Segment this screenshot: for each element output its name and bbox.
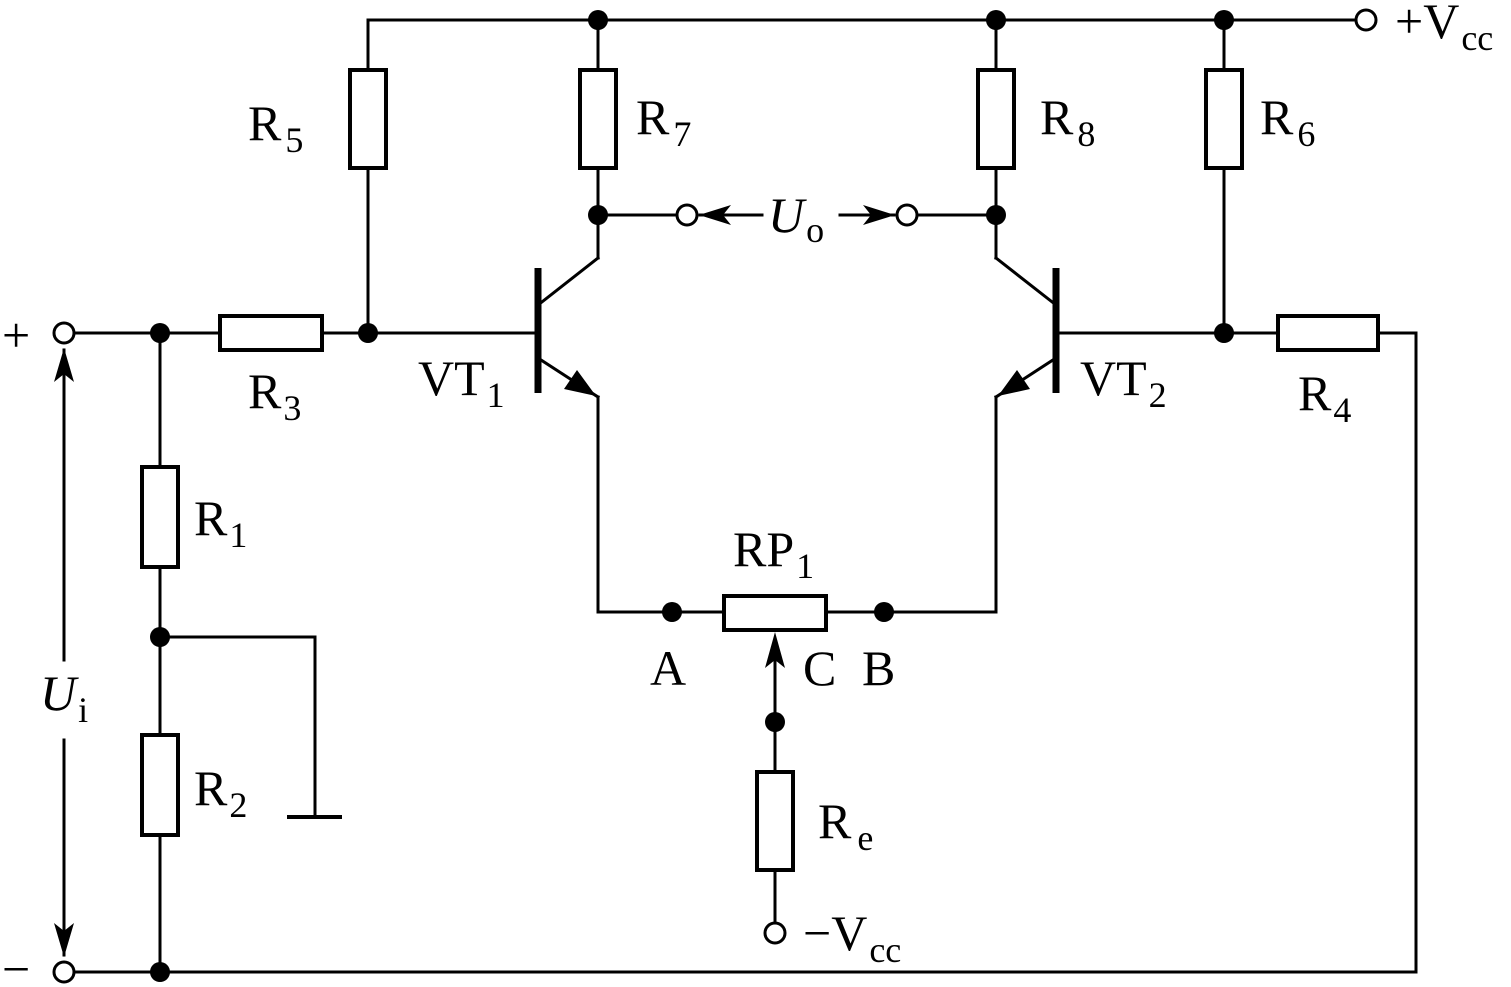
ui-voltage-arrows [54, 348, 74, 957]
terminal-output-left [675, 203, 699, 227]
potentiometer-rp1 [722, 594, 828, 632]
transistor-vt1 [534, 255, 601, 400]
junction-dots [150, 10, 1234, 982]
label-vcc-positive: +Vcc [1395, 0, 1493, 58]
terminal-output-right [895, 203, 919, 227]
label-vcc-negative: −Vcc [803, 905, 901, 970]
label-input-minus: − [2, 941, 30, 987]
node-b-dot [874, 602, 894, 622]
label-r2: R2 [194, 760, 247, 825]
label-rp1: RP1 [733, 521, 814, 586]
terminal-vcc-negative [763, 921, 787, 945]
label-input-plus: + [2, 307, 30, 363]
resistor-r3 [218, 314, 324, 352]
wiper-arrow [765, 632, 785, 714]
node-a-dot [662, 602, 682, 622]
label-ui: Ui [40, 665, 88, 730]
label-r4: R4 [1298, 365, 1351, 430]
label-vt2: VT2 [1080, 350, 1167, 415]
label-node-b: B [862, 640, 895, 696]
terminal-vcc-positive [1354, 8, 1378, 32]
transistor-vt2 [993, 255, 1060, 400]
label-vt1: VT1 [418, 350, 505, 415]
resistor-r7 [578, 68, 618, 170]
label-r1: R1 [194, 490, 247, 555]
resistor-r6 [1204, 68, 1244, 170]
terminal-input-positive [52, 321, 76, 345]
terminal-input-negative [52, 960, 76, 984]
label-node-c: C [803, 640, 836, 696]
label-uo: Uo [768, 187, 824, 250]
uo-voltage-arrows [698, 205, 896, 225]
label-node-a: A [650, 640, 686, 696]
resistor-re [755, 770, 795, 872]
resistor-r8 [976, 68, 1016, 170]
resistor-r5 [348, 68, 388, 170]
resistor-r4 [1276, 314, 1380, 352]
resistor-r1 [140, 465, 180, 569]
label-r3: R3 [248, 363, 301, 428]
resistor-r2 [140, 733, 180, 837]
